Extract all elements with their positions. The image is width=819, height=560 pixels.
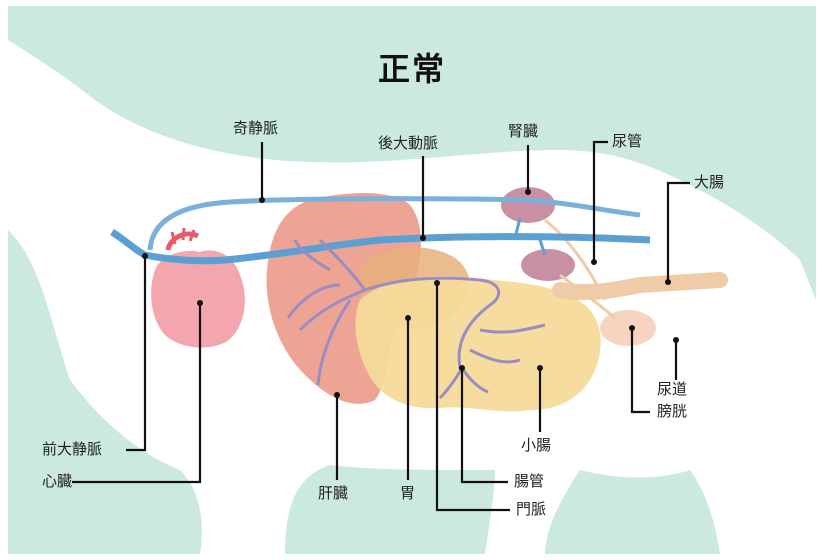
label-azygos-vein: 奇静脈	[233, 121, 278, 136]
label-portal-vein: 門脈	[516, 502, 546, 517]
label-kidney: 腎臓	[508, 124, 538, 139]
bladder-shape	[600, 310, 656, 346]
label-liver: 肝臓	[318, 486, 348, 501]
heart-shape	[151, 250, 245, 347]
label-intestinal-tract: 腸管	[514, 474, 544, 489]
label-stomach: 胃	[400, 486, 415, 501]
label-urethra: 尿道	[657, 382, 687, 397]
label-bladder: 膀胱	[657, 404, 687, 419]
label-cranial-vena-cava: 前大静脈	[42, 442, 102, 457]
label-small-intestine: 小腸	[521, 438, 551, 453]
label-caudal-aorta: 後大動脈	[378, 136, 438, 151]
kidney-lower-shape	[521, 249, 575, 281]
label-heart: 心臓	[42, 474, 72, 489]
label-large-intestine: 大腸	[694, 175, 724, 190]
diagram-title: 正常	[378, 44, 446, 90]
label-ureter: 尿管	[612, 134, 642, 149]
